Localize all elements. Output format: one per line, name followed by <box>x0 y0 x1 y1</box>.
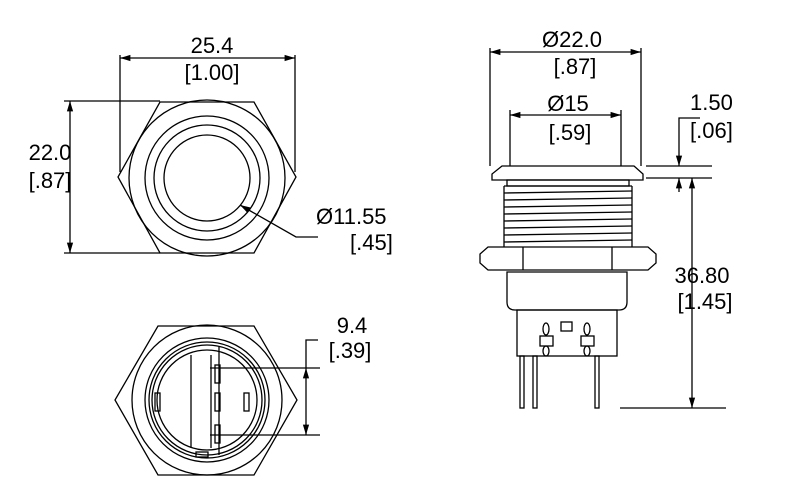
bezel-dia-mm-label: Ø22.0 <box>542 27 602 52</box>
hex-nut-outline <box>117 101 297 254</box>
side-view: Ø22.0 [.87] Ø15 [.59] 1.50 [.06] 36.80 [… <box>479 27 733 409</box>
side-nut <box>479 246 657 271</box>
pin-spacing-mm-label: 9.4 <box>337 313 368 338</box>
pins <box>519 355 600 409</box>
bezel-thickness-mm-label: 1.50 <box>690 90 733 115</box>
height-in-label: [.87] <box>29 168 72 193</box>
length-in-label: [1.45] <box>677 289 732 314</box>
rear-hex-outline <box>114 325 298 476</box>
bezel <box>491 165 644 181</box>
lens-leader-line <box>239 204 318 238</box>
lens-in-label: [.45] <box>350 230 393 255</box>
base <box>516 309 618 357</box>
rear-view: 9.4 [.39] <box>114 313 372 476</box>
width-mm-label: 25.4 <box>191 33 234 58</box>
thread-dia-mm-label: Ø15 <box>547 91 589 116</box>
thread <box>503 185 633 247</box>
front-view: 25.4 [1.00] 22.0 [.87] Ø11.55 [.45] <box>29 33 393 257</box>
pin-spacing-in-label: [.39] <box>329 338 372 363</box>
lens-mm-label: Ø11.55 <box>316 204 387 229</box>
width-in-label: [1.00] <box>184 60 239 85</box>
bezel-thickness-in-label: [.06] <box>690 118 733 143</box>
lens-circle <box>163 134 251 222</box>
bezel-dia-in-label: [.87] <box>554 54 597 79</box>
body <box>506 271 628 311</box>
length-mm-label: 36.80 <box>674 263 729 288</box>
thread-dia-in-label: [.59] <box>549 120 592 145</box>
height-mm-label: 22.0 <box>29 140 72 165</box>
